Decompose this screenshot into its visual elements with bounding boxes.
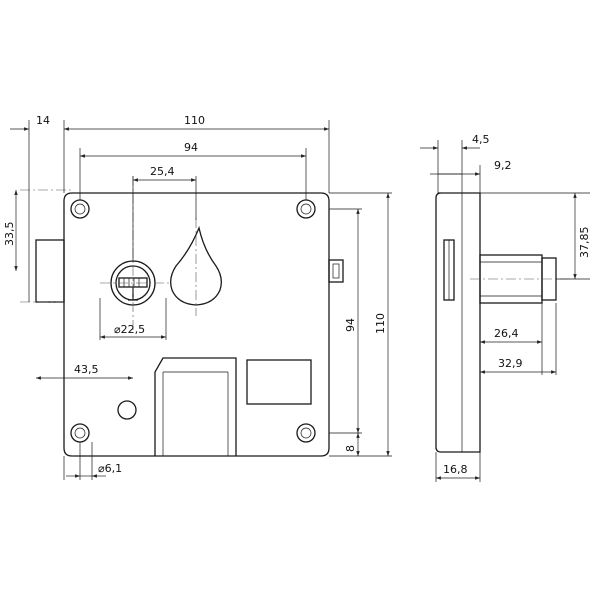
dim-26-4: 26,4 — [494, 327, 519, 340]
dimension-labels: 14 110 94 25,4 33,5 ⌀22,5 43,5 94 110 8 … — [3, 114, 591, 476]
dim-33-5: 33,5 — [3, 222, 16, 247]
right-latch — [328, 259, 344, 283]
small-hole — [117, 400, 137, 420]
screw-hole-tr — [296, 199, 316, 219]
front-view — [20, 176, 344, 457]
dim-37-85: 37,85 — [578, 227, 591, 259]
dim-8: 8 — [344, 445, 357, 452]
screw-hole-bl — [70, 423, 90, 443]
dimension-lines — [10, 127, 390, 478]
dim-9-2: 9,2 — [494, 159, 512, 172]
dim-cylinder-dia: ⌀22,5 — [114, 323, 145, 336]
dim-110-width: 110 — [184, 114, 205, 127]
dim-32-9: 32,9 — [498, 357, 523, 370]
dim-110-height: 110 — [374, 313, 387, 334]
dim-25-4: 25,4 — [150, 165, 175, 178]
side-bolt — [35, 239, 65, 303]
side-body — [435, 192, 481, 453]
screw-hole-tl — [70, 199, 90, 219]
side-extension-lines — [435, 140, 590, 482]
side-dimension-lines — [420, 146, 577, 480]
dim-94-height: 94 — [344, 318, 357, 332]
bottom-cutout — [154, 357, 237, 456]
extension-lines — [28, 120, 392, 480]
window-slot — [246, 359, 312, 405]
dim-16-8: 16,8 — [443, 463, 468, 476]
dim-94-width: 94 — [184, 141, 198, 154]
dim-43-5: 43,5 — [74, 363, 99, 376]
side-view — [435, 192, 570, 453]
dim-14: 14 — [36, 114, 50, 127]
dim-4-5: 4,5 — [472, 133, 490, 146]
screw-hole-br — [296, 423, 316, 443]
dim-hole-dia: ⌀6,1 — [98, 462, 122, 475]
lock-plate — [63, 192, 330, 457]
